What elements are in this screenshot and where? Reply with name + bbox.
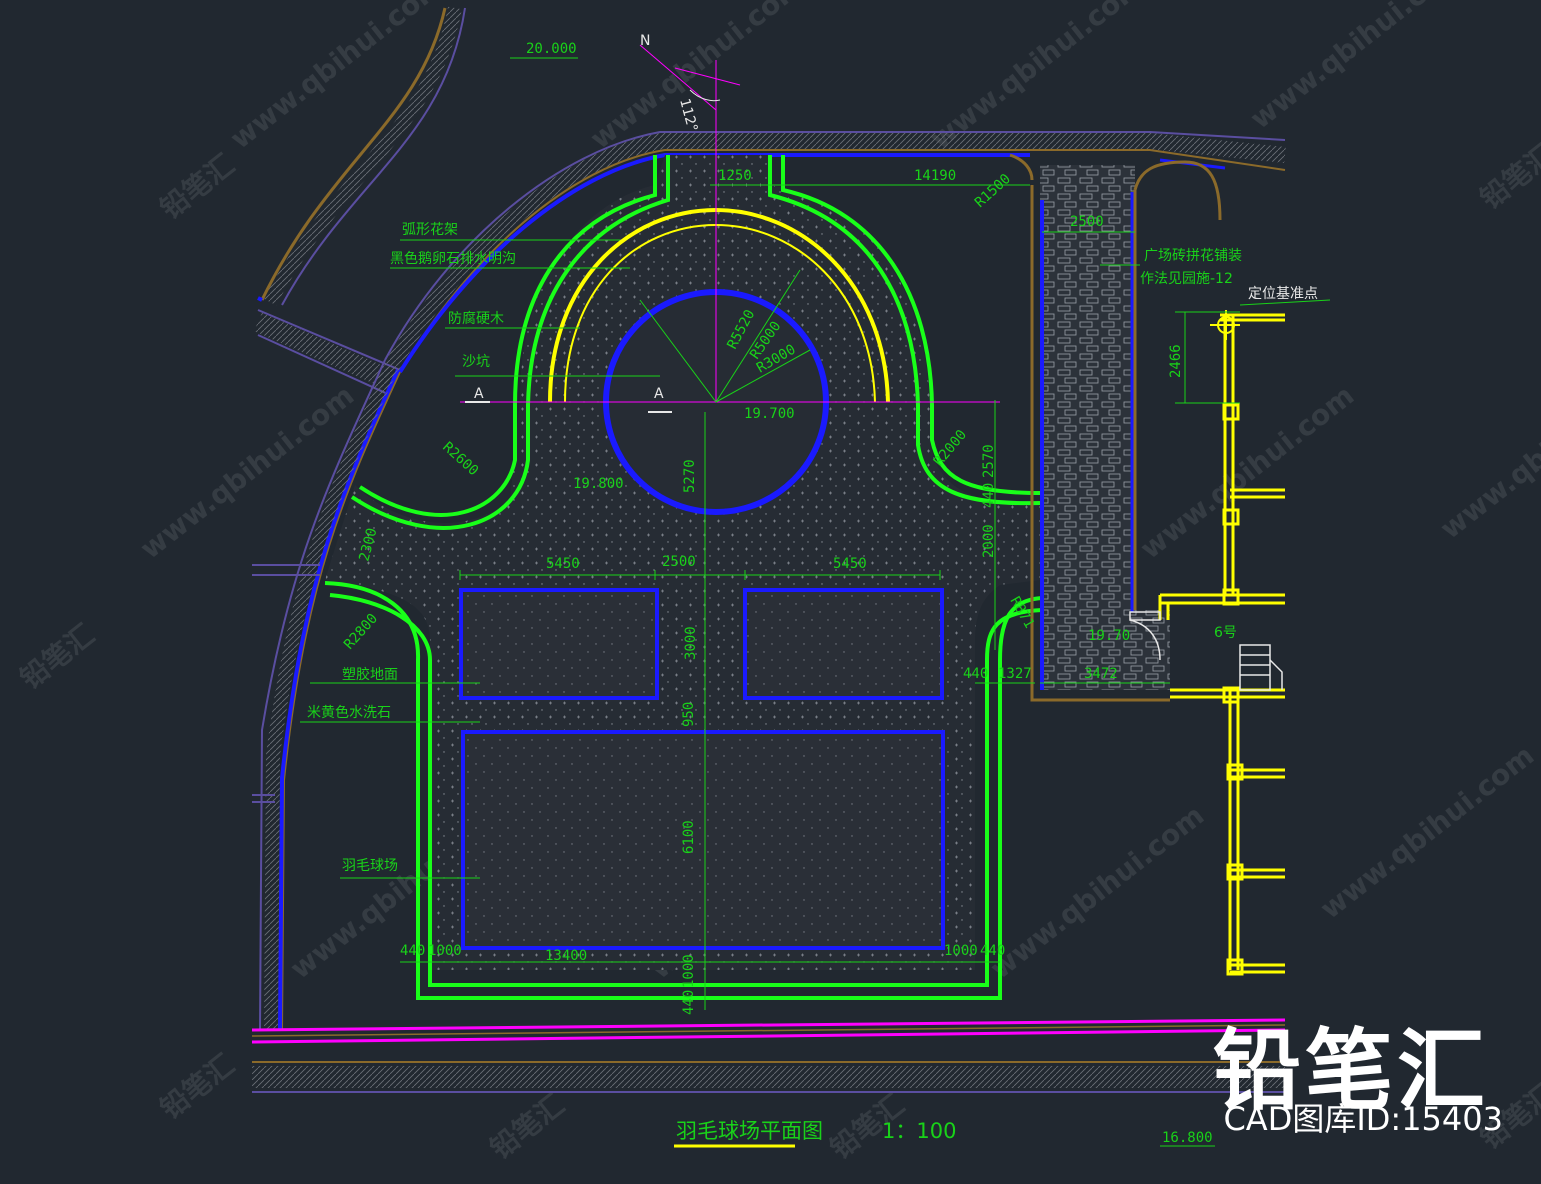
section-label-a-right: A (654, 386, 664, 402)
outer-walkway (252, 6, 1286, 1031)
section-label-a-left: A (474, 386, 484, 402)
watermark-url: www.qbihui.com (1314, 739, 1540, 926)
dim-r2600: R2600 (439, 439, 481, 479)
watermark-brand: 铅笔汇 (154, 1048, 241, 1126)
planter-borders (324, 155, 1043, 1000)
plastic-area-right (743, 588, 944, 700)
watermark-brand: 铅笔汇 (14, 618, 101, 696)
label-paving-line1: 广场砖拼花铺装 (1144, 248, 1242, 264)
dim-440-d: 440 (980, 943, 1005, 959)
dim-2000: 2000 (981, 524, 997, 558)
dim-440-vertical: 440 (681, 990, 697, 1015)
dim-r1500: R1500 (972, 171, 1014, 211)
dim-5450-right: 5450 (833, 556, 867, 572)
label-wash-stone: 米黄色水洗石 (307, 704, 391, 721)
section-markers (465, 401, 672, 413)
label-timber: 防腐硬木 (448, 310, 504, 327)
dim-6100: 6100 (681, 820, 697, 854)
brand-logo-text: 铅笔汇 (1212, 1019, 1489, 1122)
label-plastic: 塑胶地面 (342, 666, 398, 683)
label-paving-line2: 作法见园施-12 (1140, 271, 1233, 287)
watermark-brand: 铅笔汇 (154, 148, 241, 226)
elevation-top-left: 20.000 (526, 41, 577, 57)
dim-440-c: 440 (400, 943, 425, 959)
drawing-scale: 1：100 (882, 1119, 956, 1143)
dim-440-b: 440 (963, 666, 988, 682)
building-6 (1158, 313, 1285, 976)
dim-2500-top: 2500 (1070, 214, 1104, 230)
elevation-center: 19.700 (744, 406, 795, 422)
label-court: 羽毛球场 (342, 858, 398, 874)
dim-13400: 13400 (545, 948, 587, 964)
watermark-url: www.qbihui.com (1134, 379, 1360, 566)
dim-440-a: 440 (981, 483, 997, 508)
dim-950: 950 (681, 702, 697, 727)
dim-5450-left: 5450 (546, 556, 580, 572)
dim-2570: 2570 (981, 444, 997, 478)
drawing-title: 羽毛球场平面图 (676, 1119, 823, 1143)
angle-arc (689, 89, 721, 102)
dim-14190: 14190 (914, 168, 956, 184)
watermark-url: www.qbihui.com (984, 799, 1210, 986)
elevation-bottom-right: 16.800 (1162, 1130, 1213, 1146)
elevation-left-mid: 19.800 (573, 476, 624, 492)
label-datum: 定位基准点 (1248, 285, 1318, 302)
dim-2500-mid: 2500 (662, 554, 696, 570)
building-door (1129, 611, 1283, 691)
dimension-lines (300, 184, 1331, 1010)
plaza-brick-paving (1009, 153, 1222, 702)
axis-lines (460, 60, 1000, 403)
dim-3472: 3472 (1084, 666, 1118, 682)
dim-3000: 3000 (683, 626, 699, 660)
elevation-right-entry: 19.70 (1088, 628, 1130, 644)
watermark-url: www.qbihui.com (1244, 0, 1470, 136)
label-building: 6号 (1214, 625, 1237, 641)
brand-id-text: CAD图库ID:15403 (1223, 1100, 1503, 1138)
bottom-road (251, 1018, 1286, 1093)
watermark-url: www.qbihui.com (1434, 359, 1541, 546)
watermark-brand: 铅笔汇 (484, 1088, 571, 1166)
label-arc-pergola: 弧形花架 (402, 222, 458, 238)
dim-2466: 2466 (1168, 344, 1184, 378)
dim-5270: 5270 (682, 459, 698, 493)
dim-1000-right: 1000 (944, 943, 978, 959)
north-label: N (640, 33, 650, 49)
badminton-court (461, 730, 945, 950)
dim-1327: 1327 (998, 666, 1032, 682)
angle-label: 112° (676, 97, 700, 134)
dim-r2000: R2000 (931, 427, 970, 470)
datum-point-circle (1217, 316, 1235, 334)
dim-r2800: R2800 (341, 611, 381, 653)
dim-1250: 1250 (718, 168, 752, 184)
plastic-area-left (459, 588, 659, 700)
dim-1000-vertical: 1000 (681, 954, 697, 988)
label-sandpit: 沙坑 (462, 354, 490, 370)
dim-1000-left: 1000 (428, 943, 462, 959)
watermark-brand: 铅笔汇 (1474, 138, 1541, 216)
label-drain: 黑色鹅卵石排水明沟 (390, 250, 516, 267)
